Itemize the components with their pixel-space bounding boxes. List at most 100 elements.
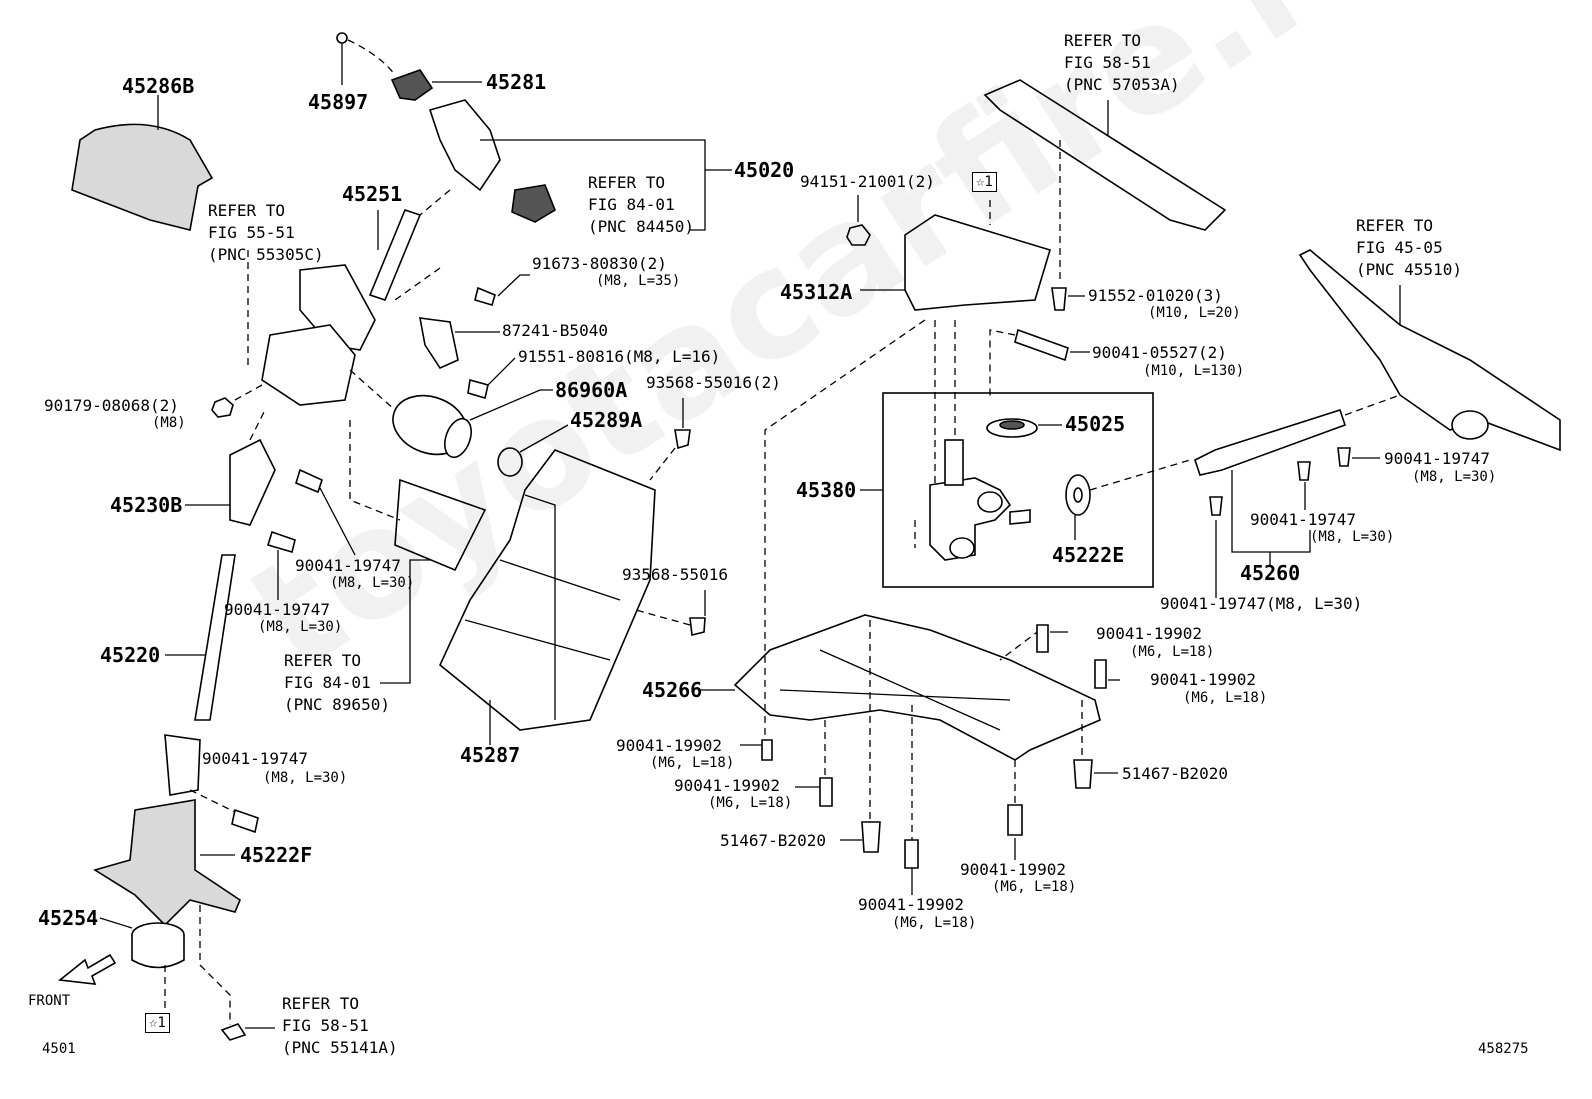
bolt-91673	[474, 286, 496, 306]
clip-93568-lower	[689, 617, 706, 636]
steering-rack-45510	[1298, 249, 1561, 452]
intermediate-shaft-45220	[194, 554, 236, 721]
label-87241: 87241-B5040	[502, 321, 608, 340]
bolt-19902-e	[1036, 624, 1049, 653]
label-45312A: 45312A	[780, 280, 853, 304]
bolt-19902-d	[1007, 804, 1023, 836]
spec-91673: (M8, L=35)	[596, 273, 681, 289]
label-90041-e: 90041-19747	[1384, 449, 1490, 468]
ref-fig55: REFER TO FIG 55-51 (PNC 55305C)	[208, 201, 324, 264]
seal-45289A	[497, 447, 523, 477]
intermediate-shaft-45260	[1194, 408, 1347, 476]
column-upper-45020	[428, 99, 501, 192]
nut-51467-b	[1073, 759, 1093, 789]
column-motor-block	[261, 324, 356, 406]
floor-rail-57053A	[983, 79, 1227, 231]
label-90041-c: 90041-19747	[202, 749, 308, 768]
bolt-90041-a	[295, 468, 323, 494]
front-label: FRONT	[28, 993, 71, 1009]
clip-93568-upper	[674, 429, 691, 450]
label-45251: 45251	[342, 182, 403, 206]
label-45287: 45287	[460, 743, 521, 767]
label-86960A: 86960A	[555, 378, 628, 402]
label-19902-e: 90041-19902	[1096, 624, 1202, 643]
bracket-87241	[419, 317, 459, 370]
spec-19902-b: (M6, L=18)	[708, 795, 793, 811]
label-45289A: 45289A	[570, 408, 643, 432]
label-90041-f: 90041-19747(M8, L=30)	[1160, 594, 1363, 613]
spec-90041-05527: (M10, L=130)	[1143, 363, 1245, 379]
label-45266: 45266	[642, 678, 703, 702]
label-45220: 45220	[100, 643, 161, 667]
ref-fig58-57053A: REFER TO FIG 58-51 (PNC 57053A)	[1064, 31, 1180, 94]
label-19902-c: 90041-19902	[858, 895, 964, 914]
ref-fig84-89650: REFER TO FIG 84-01 (PNC 89650)	[284, 651, 390, 714]
label-45222E: 45222E	[1052, 543, 1125, 567]
spec-19902-d: (M6, L=18)	[992, 879, 1077, 895]
bolt-90041-c	[231, 808, 259, 834]
bolt-90041-05527	[1014, 328, 1069, 362]
column-cover-45287	[439, 449, 656, 731]
column-shaft-45251	[368, 209, 422, 301]
label-90041-b: 90041-19747	[224, 600, 330, 619]
label-45222F: 45222F	[240, 843, 313, 867]
label-45025: 45025	[1065, 412, 1126, 436]
bolt-90041-e	[1337, 447, 1351, 467]
ref-fig84-84450: REFER TO FIG 84-01 (PNC 84450)	[588, 173, 694, 236]
label-90041-05527: 90041-05527(2)	[1092, 343, 1227, 362]
spec-19902-e: (M6, L=18)	[1130, 644, 1215, 660]
star-ref-left: ☆1	[145, 1013, 170, 1033]
label-19902-a: 90041-19902	[616, 736, 722, 755]
bolt-19902-b	[819, 777, 833, 807]
spec-90041-e: (M8, L=30)	[1412, 469, 1497, 485]
bolt-19902-f	[1094, 659, 1107, 689]
label-45897: 45897	[308, 90, 369, 114]
label-45380: 45380	[796, 478, 857, 502]
label-19902-f: 90041-19902	[1150, 670, 1256, 689]
ref-fig45: REFER TO FIG 45-05 (PNC 45510)	[1356, 216, 1462, 279]
label-93568: 93568-55016	[622, 565, 728, 584]
label-91551: 91551-80816(M8, L=16)	[518, 347, 721, 366]
figure-code: 4501	[42, 1041, 76, 1057]
spec-19902-a: (M6, L=18)	[650, 755, 735, 771]
bolt-91551	[467, 378, 489, 400]
front-arrow-icon	[57, 953, 117, 985]
clip-55141A	[220, 1023, 247, 1041]
bracket-45312A	[904, 214, 1051, 311]
clamp-45281	[390, 69, 434, 101]
spec-91552: (M10, L=20)	[1148, 305, 1241, 321]
label-19902-b: 90041-19902	[674, 776, 780, 795]
label-45020: 45020	[734, 158, 795, 182]
spec-19902-f: (M6, L=18)	[1183, 690, 1268, 706]
spec-90041-c: (M8, L=30)	[263, 770, 348, 786]
spec-19902-c: (M6, L=18)	[892, 915, 977, 931]
label-93568-2: 93568-55016(2)	[646, 373, 781, 392]
spec-90179: (M8)	[152, 415, 186, 431]
label-94151: 94151-21001(2)	[800, 172, 935, 191]
spec-90041-a: (M8, L=30)	[330, 575, 415, 591]
label-90179: 90179-08068(2)	[44, 396, 179, 415]
bolt-19902-a	[761, 739, 773, 761]
bolt-45897	[336, 32, 348, 44]
label-90041-d: 90041-19747	[1250, 510, 1356, 529]
column-bracket-84450	[511, 184, 556, 223]
label-45286B: 45286B	[122, 74, 195, 98]
dust-cover-45222F	[93, 799, 241, 927]
module-89650	[394, 478, 487, 572]
label-45254: 45254	[38, 906, 99, 930]
illustration-number: 458275	[1478, 1041, 1529, 1057]
nut-94151	[846, 224, 871, 246]
bolt-19902-c	[904, 839, 919, 869]
label-45260: 45260	[1240, 561, 1301, 585]
nut-90179	[211, 397, 234, 418]
ref-fig58-55141A: REFER TO FIG 58-51 (PNC 55141A)	[282, 994, 398, 1057]
label-51467-b: 51467-B2020	[1122, 764, 1228, 783]
bolt-90041-b	[266, 530, 296, 554]
label-91552: 91552-01020(3)	[1088, 286, 1223, 305]
star-ref-right: ☆1	[972, 172, 997, 192]
bolt-91552	[1051, 287, 1067, 311]
column-cover-45286B	[71, 123, 214, 231]
label-45281: 45281	[486, 70, 547, 94]
